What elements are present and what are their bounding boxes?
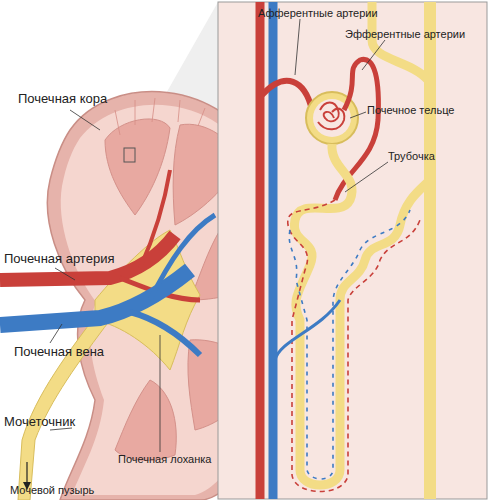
vessel-line: [152, 98, 155, 122]
capillary-tuft: [320, 103, 339, 122]
pyramid: [115, 380, 176, 460]
capillary: [289, 210, 410, 479]
pyramid: [105, 119, 170, 215]
inset-frame: [218, 2, 487, 499]
afferent-arteriole: [262, 81, 312, 110]
part-label: Афферентные артерии: [258, 7, 378, 19]
leader-line: [160, 335, 161, 452]
part-label: Почечная артерия: [4, 252, 114, 266]
leader-line: [362, 40, 385, 70]
zoom-marker: [124, 148, 135, 162]
part-label: Почечная вена: [14, 345, 104, 359]
arcuate-artery: [256, 2, 265, 499]
venule: [275, 300, 340, 360]
leader-line: [295, 19, 300, 75]
collecting-tubule: [372, 2, 428, 80]
capillary-tuft: [318, 109, 344, 130]
peritubular-capillaries: [275, 200, 420, 492]
part-label: Мочевой пузырь: [10, 484, 94, 496]
arcuate-vein: [269, 2, 278, 499]
efferent-arteriole: [335, 59, 378, 200]
part-label: Трубочка: [388, 150, 435, 162]
renal-tubule: [294, 144, 430, 485]
vessel-line: [135, 100, 136, 125]
part-label: Мочеточник: [4, 415, 75, 429]
artery-branch: [140, 170, 170, 268]
leader-line: [350, 112, 366, 118]
part-label: Почечная лоханка: [118, 453, 211, 465]
vessel-line: [115, 110, 120, 135]
vessel-line: [198, 108, 205, 126]
leader-lines: [50, 19, 388, 452]
vein-branch: [150, 215, 215, 300]
leader-line: [55, 268, 75, 280]
nephron-inset: [218, 2, 487, 499]
flow-arrow: [26, 462, 27, 484]
vein-branch: [130, 312, 200, 355]
leader-line: [345, 162, 388, 192]
part-label: Почечное тельце: [367, 104, 454, 116]
ureter: [18, 310, 110, 500]
leader-line: [70, 110, 100, 130]
vessel-line: [178, 100, 180, 122]
part-label: Почечная кора: [18, 92, 107, 106]
capillary: [288, 200, 420, 492]
leader-line: [50, 324, 62, 343]
cortex-vessels: [115, 98, 228, 138]
glomerulus: [318, 103, 344, 130]
part-label: Эфферентные артерии: [345, 28, 465, 40]
